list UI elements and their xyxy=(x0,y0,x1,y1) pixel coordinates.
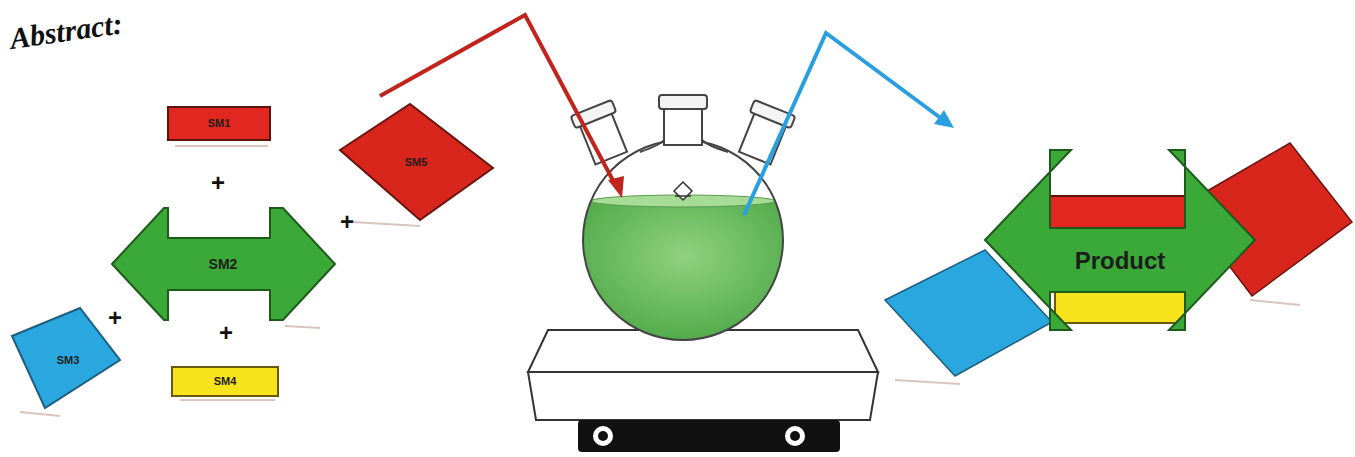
node-label: SM1 xyxy=(208,118,231,129)
stirrer-plate xyxy=(528,330,878,452)
plus-sign: + xyxy=(108,306,122,330)
shape-fill xyxy=(12,308,120,408)
plus-sign: + xyxy=(340,210,354,234)
material-bar: SM4 xyxy=(172,367,278,396)
node-label: SM4 xyxy=(214,376,237,387)
outlet-arrow xyxy=(744,33,954,215)
plus-sign: + xyxy=(211,171,225,195)
node-label: Product xyxy=(1075,249,1166,273)
shape-fill xyxy=(168,107,270,140)
plus-sign: + xyxy=(219,321,233,345)
product-arrow-outline xyxy=(985,150,1255,330)
node-label: SM3 xyxy=(57,355,80,366)
material-bar: SM1 xyxy=(168,107,270,140)
shape-fill xyxy=(340,104,493,220)
node-label: SM5 xyxy=(405,157,428,168)
product-parts xyxy=(885,143,1352,376)
product-arrow: Product xyxy=(985,150,1255,330)
heading: Abstract: xyxy=(8,6,125,55)
material-diamond: SM5 xyxy=(340,104,493,220)
shape-fill xyxy=(112,208,335,320)
shape-fill xyxy=(985,150,1255,330)
node-label: SM2 xyxy=(209,257,238,271)
three-neck-flask xyxy=(570,95,800,360)
material-arrow: SM2 xyxy=(112,208,335,320)
material-diamond: SM3 xyxy=(12,308,120,408)
shape-fill xyxy=(172,367,278,396)
